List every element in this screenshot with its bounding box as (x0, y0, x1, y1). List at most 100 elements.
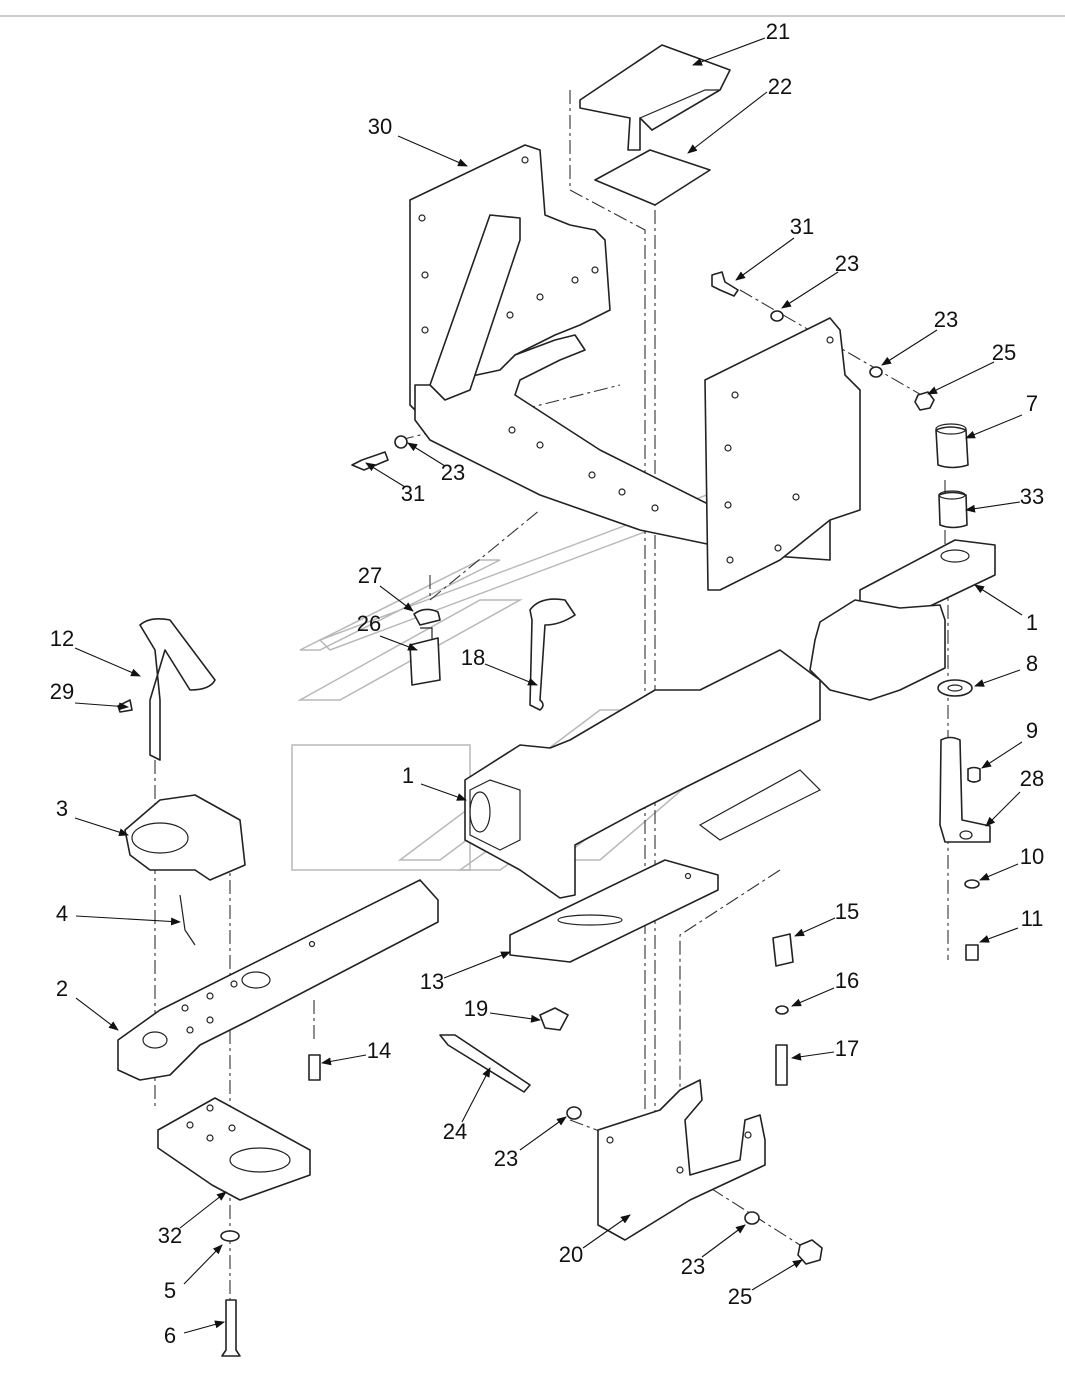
part-8-washer (937, 679, 973, 697)
callout-26: 26 (357, 611, 418, 651)
part-1-arm-right (809, 539, 996, 701)
callout-label: 24 (443, 1119, 467, 1144)
callout-label: 23 (681, 1254, 705, 1279)
part-22-plate (594, 149, 711, 206)
leader-line (379, 635, 418, 651)
callout-label: 8 (1026, 651, 1038, 676)
callout-label: 15 (835, 899, 859, 924)
callout-14: 14 (321, 1038, 391, 1066)
callout-7: 7 (965, 391, 1038, 439)
callout-layer: 2122303123232573331232726181122989281310… (50, 19, 1044, 1348)
part-11-screw (965, 944, 979, 961)
leader-line (985, 791, 1021, 827)
callout-label: 23 (494, 1146, 518, 1171)
callout-label: 25 (728, 1284, 752, 1309)
callout-label: 22 (768, 74, 792, 99)
callout-23: 23 (881, 307, 958, 366)
part-14-screw (308, 1054, 321, 1081)
leader-line (974, 584, 1023, 616)
callout-24: 24 (443, 1067, 491, 1144)
callout-13: 13 (420, 951, 511, 994)
callout-8: 8 (974, 651, 1038, 687)
part-3-clevis (124, 794, 246, 881)
callout-label: 4 (56, 901, 68, 926)
callout-label: 14 (367, 1038, 391, 1063)
leader-line (397, 135, 468, 167)
callout-label: 1 (402, 763, 414, 788)
callout-23: 23 (407, 442, 465, 485)
leader-line (379, 585, 414, 612)
part-6-bolt (221, 1299, 241, 1357)
callout-label: 23 (441, 460, 465, 485)
callout-28: 28 (985, 766, 1044, 827)
callout-label: 18 (461, 645, 485, 670)
callout-16: 16 (791, 968, 859, 1007)
part-16-washer (775, 1005, 789, 1015)
callout-label: 17 (835, 1036, 859, 1061)
callout-33: 33 (965, 484, 1044, 513)
part-12-lock-pin (139, 618, 216, 761)
callout-2: 2 (56, 976, 119, 1031)
callout-label: 20 (559, 1242, 583, 1267)
leader-line (979, 927, 1019, 943)
leader-line (74, 647, 141, 677)
callout-12: 12 (50, 626, 141, 677)
part-23-washer-upper-b (869, 366, 883, 378)
callout-1: 1 (974, 584, 1038, 635)
leader-line (74, 702, 129, 711)
callout-label: 5 (164, 1278, 176, 1303)
callout-32: 32 (158, 1191, 227, 1248)
part-20-bracket (597, 1079, 766, 1241)
part-27-clip (413, 608, 441, 626)
part-23-washer-20 (744, 1211, 760, 1225)
leader-line (183, 1320, 225, 1334)
callout-label: 28 (1020, 766, 1044, 791)
callout-4: 4 (56, 901, 181, 926)
part-23-washer-24 (566, 1106, 582, 1120)
callout-18: 18 (461, 645, 538, 686)
leader-line (179, 1191, 227, 1229)
callout-label: 26 (357, 611, 381, 636)
part-9-pin (967, 766, 981, 783)
leader-line (781, 271, 839, 309)
callout-15: 15 (794, 899, 859, 937)
part-10-washer (964, 879, 980, 889)
callout-19: 19 (464, 996, 541, 1023)
callout-11: 11 (979, 906, 1043, 943)
callout-label: 31 (401, 481, 425, 506)
callout-label: 1 (1026, 610, 1038, 635)
leader-line (794, 917, 836, 937)
part-31-bolt-upper (711, 271, 739, 297)
leader-line (407, 442, 446, 467)
callout-22: 22 (687, 74, 792, 154)
callout-5: 5 (164, 1244, 223, 1303)
part-1-arm-center (464, 649, 822, 899)
callout-label: 21 (766, 19, 790, 44)
part-23-washer-left (394, 435, 408, 449)
part-30-main-frame (409, 144, 861, 591)
leader-line (365, 462, 406, 488)
callout-23: 23 (781, 251, 859, 309)
leader-line (443, 951, 511, 979)
leader-line (701, 1224, 746, 1258)
leader-line (75, 915, 181, 926)
leader-line (965, 501, 1021, 513)
callout-label: 29 (50, 679, 74, 704)
callout-6: 6 (164, 1320, 225, 1348)
part-25-nut-20 (797, 1239, 823, 1265)
callout-label: 32 (158, 1223, 182, 1248)
leader-line (75, 997, 119, 1031)
callout-label: 9 (1026, 718, 1038, 743)
part-31-bolt-lower (351, 451, 389, 471)
callout-label: 25 (992, 340, 1016, 365)
callout-label: 30 (368, 114, 392, 139)
callout-31: 31 (735, 214, 814, 281)
leader-line (74, 817, 129, 837)
part-5-washer (220, 1230, 240, 1242)
callout-17: 17 (791, 1036, 859, 1061)
leader-line (183, 1244, 223, 1285)
callout-20: 20 (559, 1214, 631, 1267)
callout-label: 31 (790, 214, 814, 239)
leader-line (519, 1116, 567, 1151)
